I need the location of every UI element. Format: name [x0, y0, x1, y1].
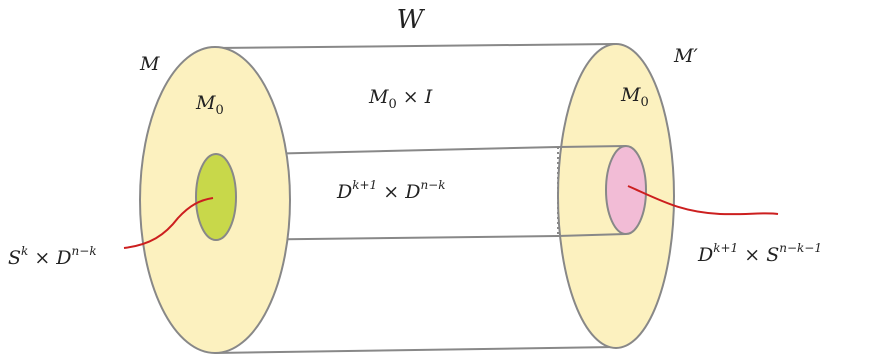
label-m-prime: M′	[673, 45, 698, 67]
label-m0-times-i: M0 × I	[368, 86, 433, 112]
handle-top-edge-end	[557, 145, 627, 148]
handle-bottom-edge-end	[557, 233, 627, 237]
label-w: W	[397, 5, 426, 35]
label-m0-left: M0	[195, 92, 224, 118]
left-attaching-curve	[123, 197, 214, 249]
label-m0-right: M0	[620, 84, 649, 110]
label-belt-sphere: Dk+1 × Sn−k−1	[697, 241, 822, 266]
right-belt-region	[605, 145, 647, 235]
cylinder-top-edge	[214, 43, 616, 49]
label-attaching-sphere: Sk × Dn−k	[8, 244, 97, 269]
label-m: M	[139, 53, 160, 75]
cylinder-bottom-edge	[214, 346, 616, 354]
right-belt-curve	[627, 185, 779, 216]
left-attaching-region	[195, 153, 237, 241]
label-handle: Dk+1 × Dn−k	[336, 178, 446, 203]
